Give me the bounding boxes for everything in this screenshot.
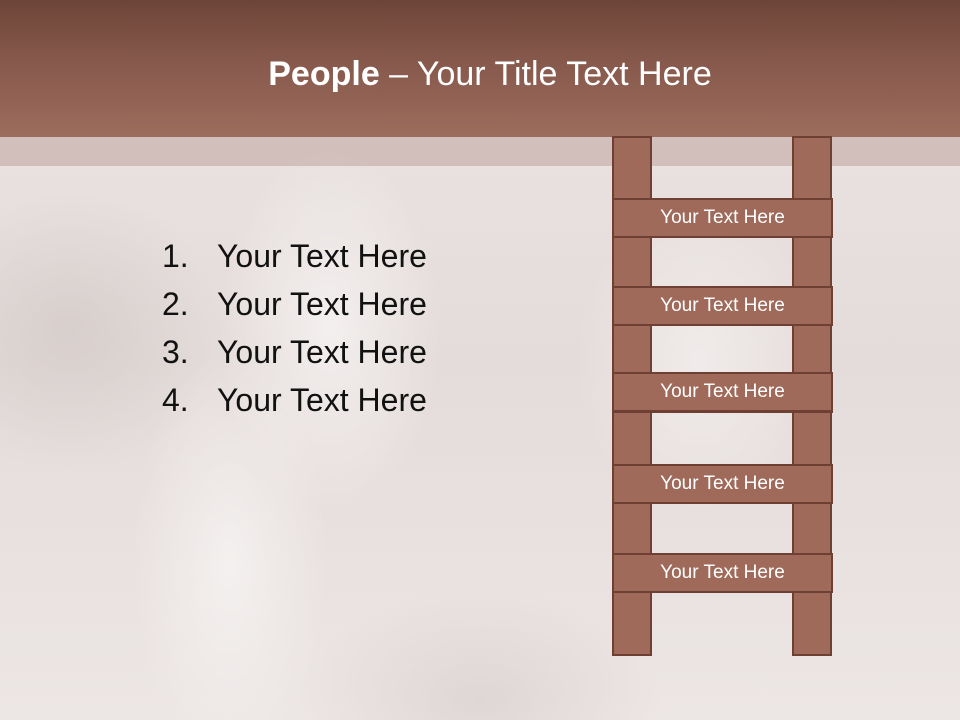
ladder-rung-2[interactable]: Your Text Here [612,286,833,326]
list-item-text: Your Text Here [217,382,427,418]
list-item-text: Your Text Here [217,334,427,370]
title-bold: People [268,55,380,93]
slide-title[interactable]: People – Your Title Text Here [0,52,960,96]
ladder-rung-4[interactable]: Your Text Here [612,464,833,504]
list-item-text: Your Text Here [217,286,427,322]
ladder-rung-3[interactable]: Your Text Here [612,372,833,412]
list-item-number: 3. [162,334,189,370]
list-item: 4. Your Text Here [162,376,427,424]
title-bar [0,0,960,137]
list-item-number: 2. [162,286,189,322]
list-item: 1. Your Text Here [162,232,427,280]
list-item-number: 1. [162,238,189,274]
title-rest: – Your Title Text Here [379,55,712,93]
list-item: 3. Your Text Here [162,328,427,376]
ladder-step-line [612,411,833,413]
list-item: 2. Your Text Here [162,280,427,328]
ladder-rung-1[interactable]: Your Text Here [612,198,833,238]
list-item-text: Your Text Here [217,238,427,274]
ladder-rung-5[interactable]: Your Text Here [612,553,833,593]
list-item-number: 4. [162,382,189,418]
numbered-list[interactable]: 1. Your Text Here 2. Your Text Here 3. Your… [162,232,427,424]
